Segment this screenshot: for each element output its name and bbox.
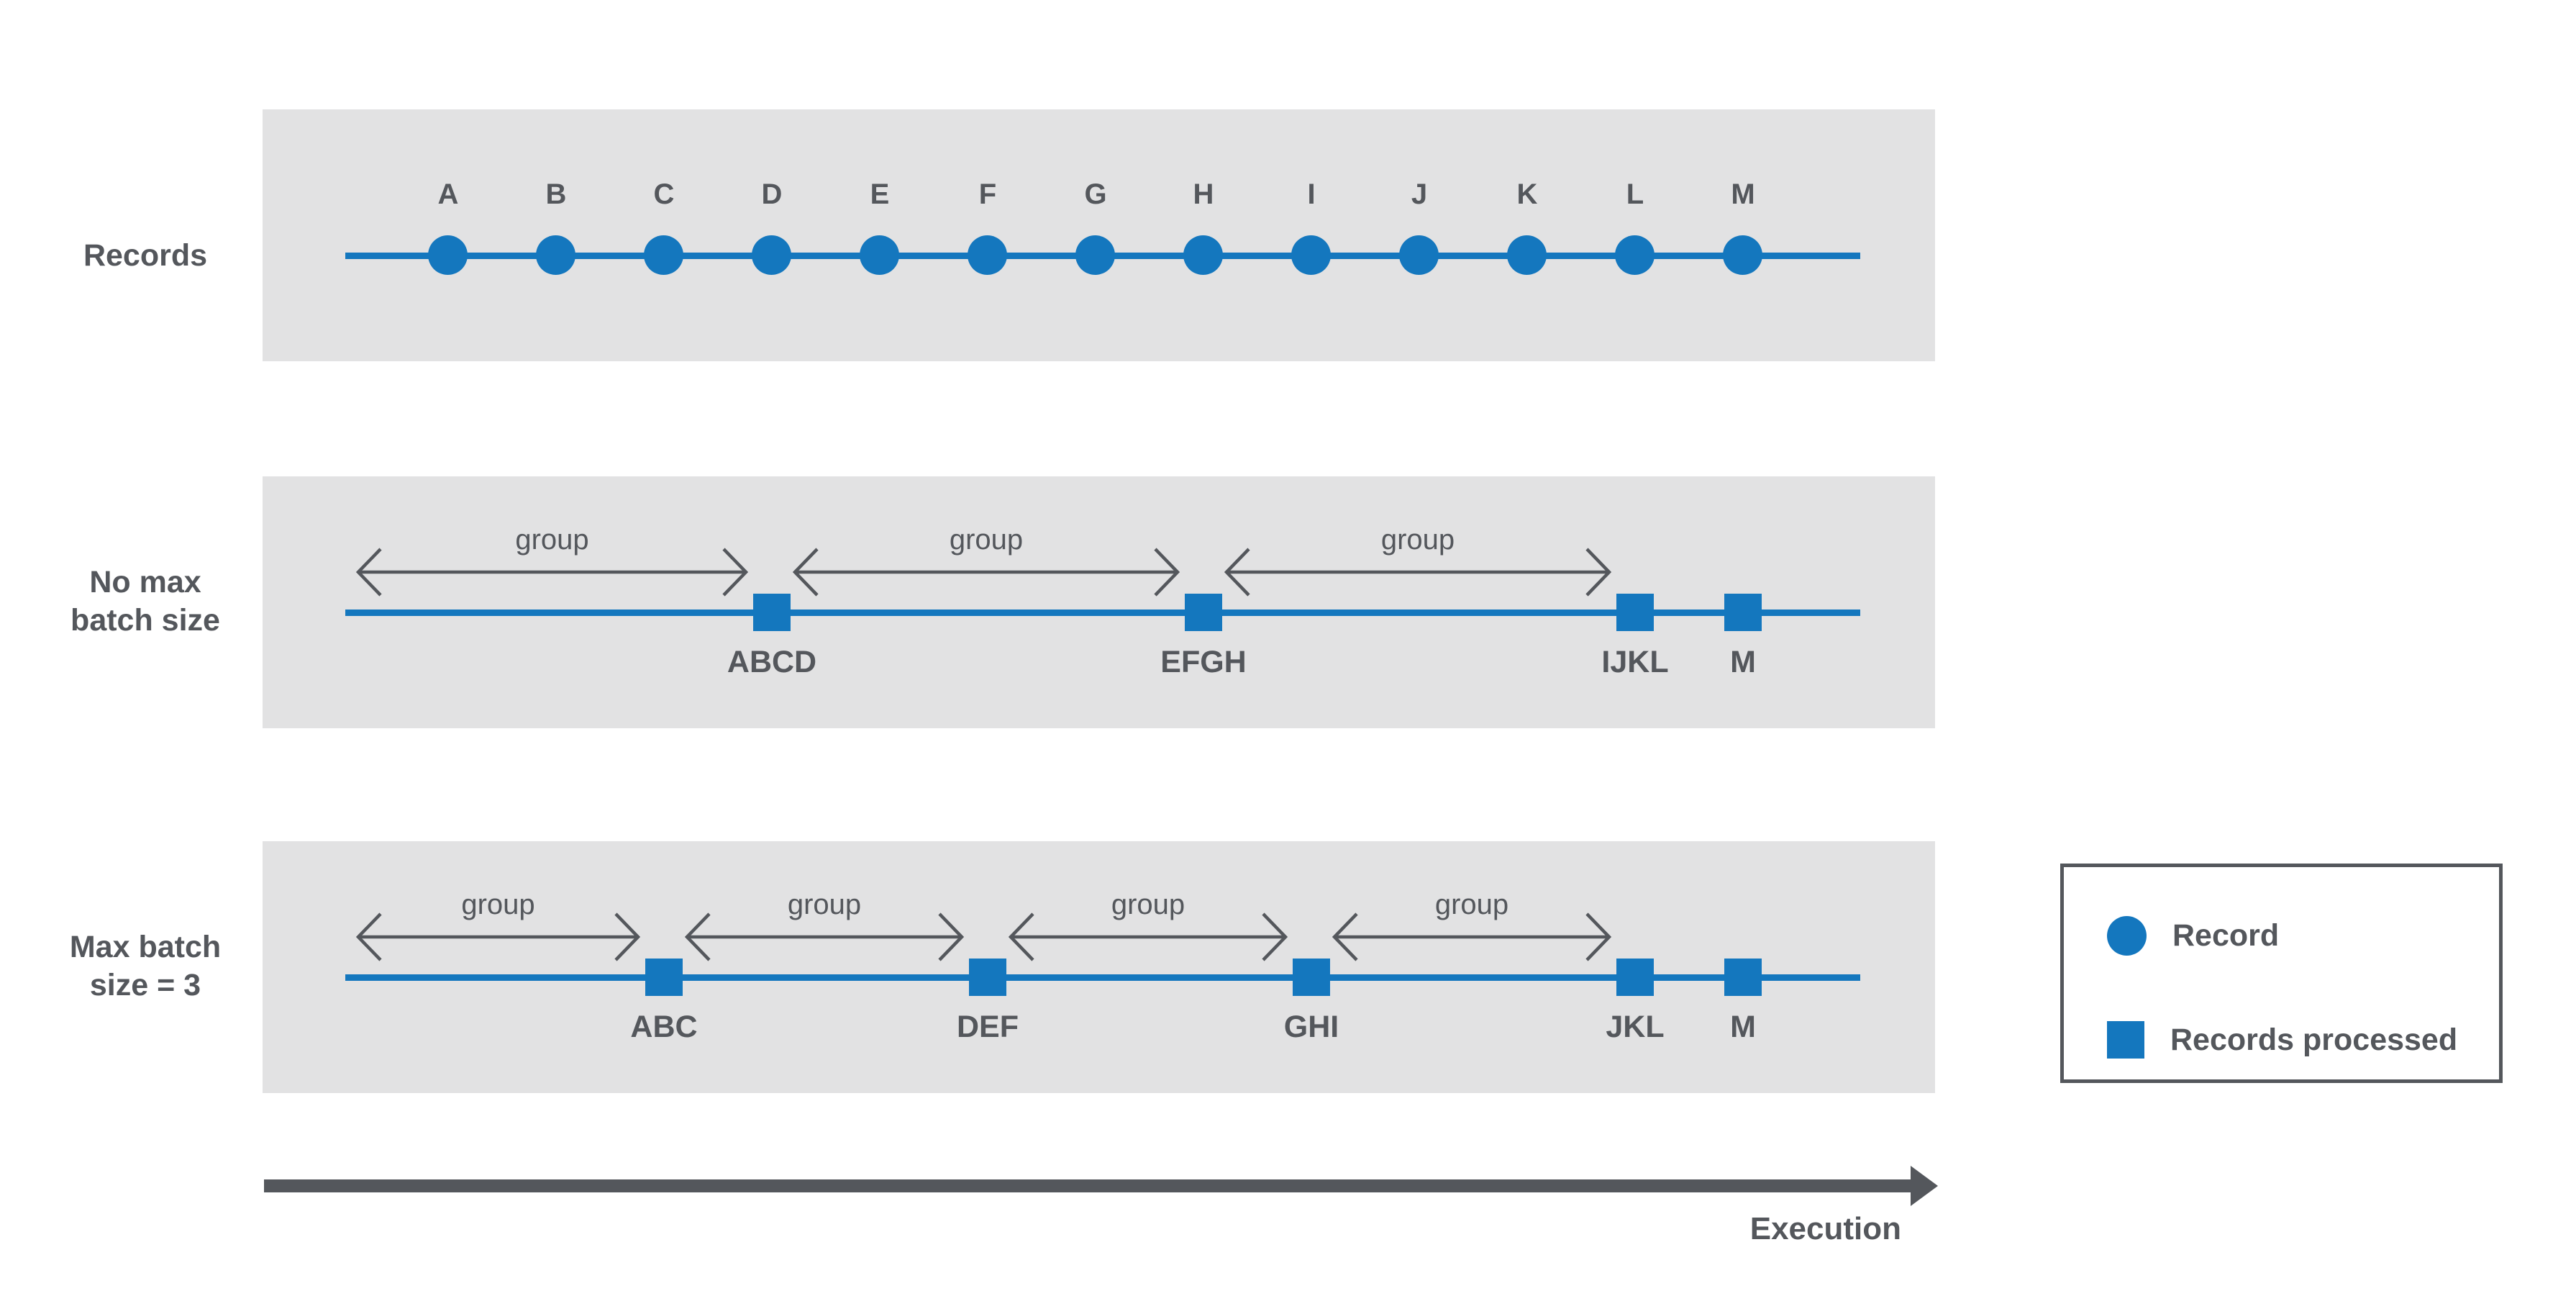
group-arrow-max-batch-size-3-2 bbox=[1009, 912, 1288, 961]
group-label-no-max-batch-size-0: group bbox=[515, 524, 589, 556]
batch-label-DEF: DEF bbox=[957, 1010, 1019, 1044]
legend-square-icon bbox=[2107, 1021, 2144, 1059]
group-arrow-max-batch-size-3-3 bbox=[1332, 912, 1611, 961]
execution-axis-label: Execution bbox=[1749, 1211, 1901, 1246]
chevron-left-icon bbox=[1009, 912, 1034, 961]
batch-label-JKL: JKL bbox=[1606, 1010, 1665, 1044]
chevron-left-icon bbox=[1332, 912, 1358, 961]
row-label-no-max-batch-size: No max batch size bbox=[0, 563, 291, 640]
group-label-no-max-batch-size-2: group bbox=[1380, 524, 1455, 556]
row-label-line: size = 3 bbox=[89, 968, 201, 1002]
group-arrow-no-max-batch-size-1 bbox=[793, 548, 1180, 597]
record-dot-A-icon bbox=[428, 235, 468, 275]
record-letter-H: H bbox=[1193, 178, 1214, 210]
chevron-right-icon bbox=[614, 912, 640, 961]
batch-square-GHI-icon bbox=[1293, 959, 1330, 996]
record-letter-L: L bbox=[1626, 178, 1644, 210]
legend-label: Record bbox=[2172, 917, 2280, 953]
group-label-max-batch-size-3-1: group bbox=[787, 889, 862, 920]
legend-label: Records processed bbox=[2170, 1022, 2458, 1057]
record-letter-J: J bbox=[1411, 178, 1428, 210]
record-dot-C-icon bbox=[644, 235, 683, 275]
record-dot-H-icon bbox=[1183, 235, 1223, 275]
chevron-right-icon bbox=[1262, 912, 1288, 961]
row-label-max-batch-size-3: Max batch size = 3 bbox=[0, 928, 291, 1005]
execution-arrow-head-icon bbox=[1911, 1166, 1938, 1206]
record-dot-J-icon bbox=[1399, 235, 1439, 275]
group-label-max-batch-size-3-0: group bbox=[461, 889, 535, 920]
record-dot-K-icon bbox=[1507, 235, 1547, 275]
group-arrow-max-batch-size-3-1 bbox=[685, 912, 964, 961]
batch-square-EFGH-icon bbox=[1185, 594, 1222, 631]
batch-label-EFGH: EFGH bbox=[1160, 645, 1247, 679]
chevron-left-icon bbox=[793, 548, 819, 597]
batch-label-M: M bbox=[1730, 645, 1756, 679]
band-max-batch-size-3 bbox=[263, 841, 1935, 1093]
record-dot-D-icon bbox=[752, 235, 791, 275]
batch-label-M: M bbox=[1730, 1010, 1756, 1044]
timeline-max-batch-size-3 bbox=[345, 974, 1860, 981]
record-dot-F-icon bbox=[968, 235, 1007, 275]
legend-circle-icon bbox=[2107, 915, 2147, 956]
chevron-right-icon bbox=[1154, 548, 1180, 597]
record-letter-I: I bbox=[1307, 178, 1316, 210]
batch-square-DEF-icon bbox=[969, 959, 1006, 996]
execution-arrow-shaft bbox=[264, 1179, 1912, 1192]
record-letter-B: B bbox=[545, 178, 567, 210]
legend-row-square: Records processed bbox=[2064, 1000, 2499, 1079]
batch-label-IJKL: IJKL bbox=[1601, 645, 1669, 679]
row-label-line: Max batch bbox=[69, 930, 222, 964]
group-label-max-batch-size-3-2: group bbox=[1111, 889, 1185, 920]
row-label-line: No max bbox=[89, 565, 201, 599]
record-dot-L-icon bbox=[1615, 235, 1655, 275]
batch-label-GHI: GHI bbox=[1283, 1010, 1339, 1044]
row-label-line: batch size bbox=[70, 603, 220, 638]
chevron-left-icon bbox=[356, 548, 382, 597]
timeline-no-max-batch-size bbox=[345, 610, 1860, 616]
record-dot-I-icon bbox=[1291, 235, 1331, 275]
chevron-left-icon bbox=[685, 912, 711, 961]
record-dot-G-icon bbox=[1075, 235, 1115, 275]
chevron-right-icon bbox=[938, 912, 964, 961]
group-label-no-max-batch-size-1: group bbox=[949, 524, 1024, 556]
row-label-line: Records bbox=[83, 237, 208, 273]
legend-row-circle: Record bbox=[2064, 896, 2499, 975]
record-letter-M: M bbox=[1731, 178, 1755, 210]
chevron-right-icon bbox=[1585, 548, 1611, 597]
batch-label-ABCD: ABCD bbox=[727, 645, 817, 679]
batch-square-ABCD-icon bbox=[753, 594, 791, 631]
batch-square-IJKL-icon bbox=[1616, 594, 1654, 631]
batch-square-M-icon bbox=[1724, 594, 1762, 631]
record-dot-E-icon bbox=[860, 235, 899, 275]
batch-label-ABC: ABC bbox=[630, 1010, 698, 1044]
batch-square-ABC-icon bbox=[645, 959, 683, 996]
chevron-left-icon bbox=[1224, 548, 1250, 597]
group-arrow-no-max-batch-size-0 bbox=[356, 548, 748, 597]
record-letter-K: K bbox=[1516, 178, 1538, 210]
record-letter-D: D bbox=[761, 178, 783, 210]
record-letter-C: C bbox=[653, 178, 675, 210]
record-letter-F: F bbox=[978, 178, 997, 210]
record-dot-B-icon bbox=[536, 235, 575, 275]
row-label-records: Records bbox=[0, 237, 291, 275]
group-arrow-max-batch-size-3-0 bbox=[356, 912, 640, 961]
record-letter-E: E bbox=[870, 178, 890, 210]
record-letter-A: A bbox=[437, 178, 459, 210]
group-label-max-batch-size-3-3: group bbox=[1434, 889, 1509, 920]
batch-square-JKL-icon bbox=[1616, 959, 1654, 996]
band-no-max-batch-size bbox=[263, 476, 1935, 728]
chevron-right-icon bbox=[1585, 912, 1611, 961]
batch-square-M-icon bbox=[1724, 959, 1762, 996]
record-dot-M-icon bbox=[1723, 235, 1762, 275]
chevron-left-icon bbox=[356, 912, 382, 961]
record-letter-G: G bbox=[1084, 178, 1107, 210]
group-arrow-no-max-batch-size-2 bbox=[1224, 548, 1611, 597]
chevron-right-icon bbox=[722, 548, 748, 597]
